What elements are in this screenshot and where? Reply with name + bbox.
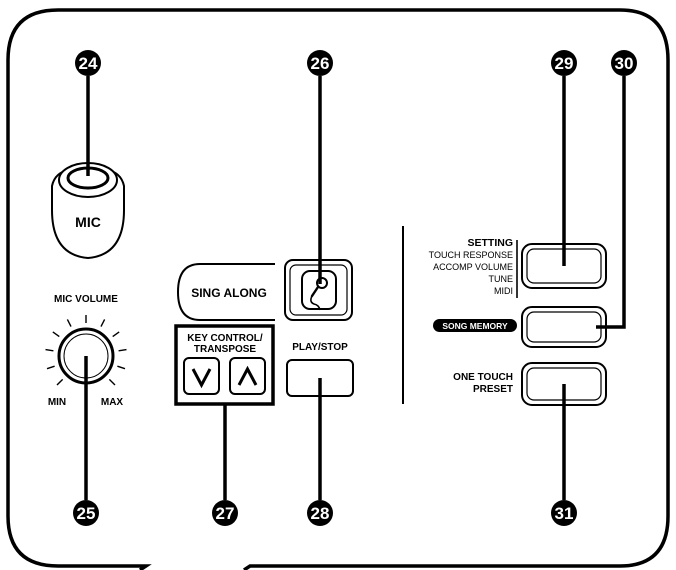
callout-26: 26 [307,50,333,76]
svg-text:24: 24 [79,54,98,73]
callout-30: 30 [611,50,637,76]
callout-24: 24 [75,50,101,76]
setting-title: SETTING [467,237,513,249]
transpose-up-button[interactable] [229,357,266,395]
sing-along-group: SING ALONG [176,259,353,321]
setting-item-tune: TUNE [489,274,514,284]
scale-tick [112,331,120,338]
svg-text:30: 30 [615,54,634,73]
setting-item-touch-response: TOUCH RESPONSE [429,250,513,260]
mic-jack: MIC [51,162,125,260]
callout-28: 28 [307,500,333,526]
song-memory-label: SONG MEMORY [442,321,508,331]
scale-tick [108,378,116,386]
scale-tick [52,331,60,338]
scale-tick [100,319,106,327]
song-memory-button-inner [526,311,602,343]
svg-text:31: 31 [555,504,574,523]
key-control-group: KEY CONTROL/ TRANSPOSE [174,324,275,406]
callout-31: 31 [551,500,577,526]
key-control-label: KEY CONTROL/ [187,333,263,344]
mic-volume-title: MIC VOLUME [54,294,118,305]
play-stop-label: PLAY/STOP [292,342,348,353]
leader-30 [596,76,626,329]
svg-text:26: 26 [311,54,330,73]
transpose-label: TRANSPOSE [194,344,257,355]
scale-tick [66,319,72,327]
setting-item-midi: MIDI [494,286,513,296]
transpose-down-button[interactable] [183,357,220,395]
mic-label: MIC [75,214,101,230]
svg-text:27: 27 [216,504,235,523]
song-memory-group: SONG MEMORY [433,306,607,348]
one-touch-label: ONE TOUCH [453,372,513,383]
setting-item-accomp-volume: ACCOMP VOLUME [433,262,513,272]
mic-volume-scale-ticks [45,315,127,386]
leader-lines [84,76,626,500]
sing-along-label: SING ALONG [191,286,267,300]
callout-25: 25 [73,500,99,526]
sing-along-label-box [176,263,275,321]
mic-volume-max-label: MAX [101,397,124,408]
callout-27: 27 [212,500,238,526]
setting-group: SETTING TOUCH RESPONSE ACCOMP VOLUME TUN… [429,237,607,298]
scale-tick [45,348,54,352]
mic-volume-min-label: MIN [48,397,66,408]
svg-text:29: 29 [555,54,574,73]
chevron-down-icon [191,368,212,389]
scale-tick [56,378,64,386]
song-memory-pill [433,319,517,332]
chevron-up-icon [237,365,258,386]
svg-text:28: 28 [311,504,330,523]
one-touch-preset-group: ONE TOUCH PRESET [453,362,607,406]
scale-tick [118,348,127,352]
callout-29: 29 [551,50,577,76]
preset-label: PRESET [473,384,513,395]
panel-outline [6,8,670,570]
scale-tick [46,365,55,370]
scale-tick [117,365,126,370]
svg-text:25: 25 [77,504,96,523]
